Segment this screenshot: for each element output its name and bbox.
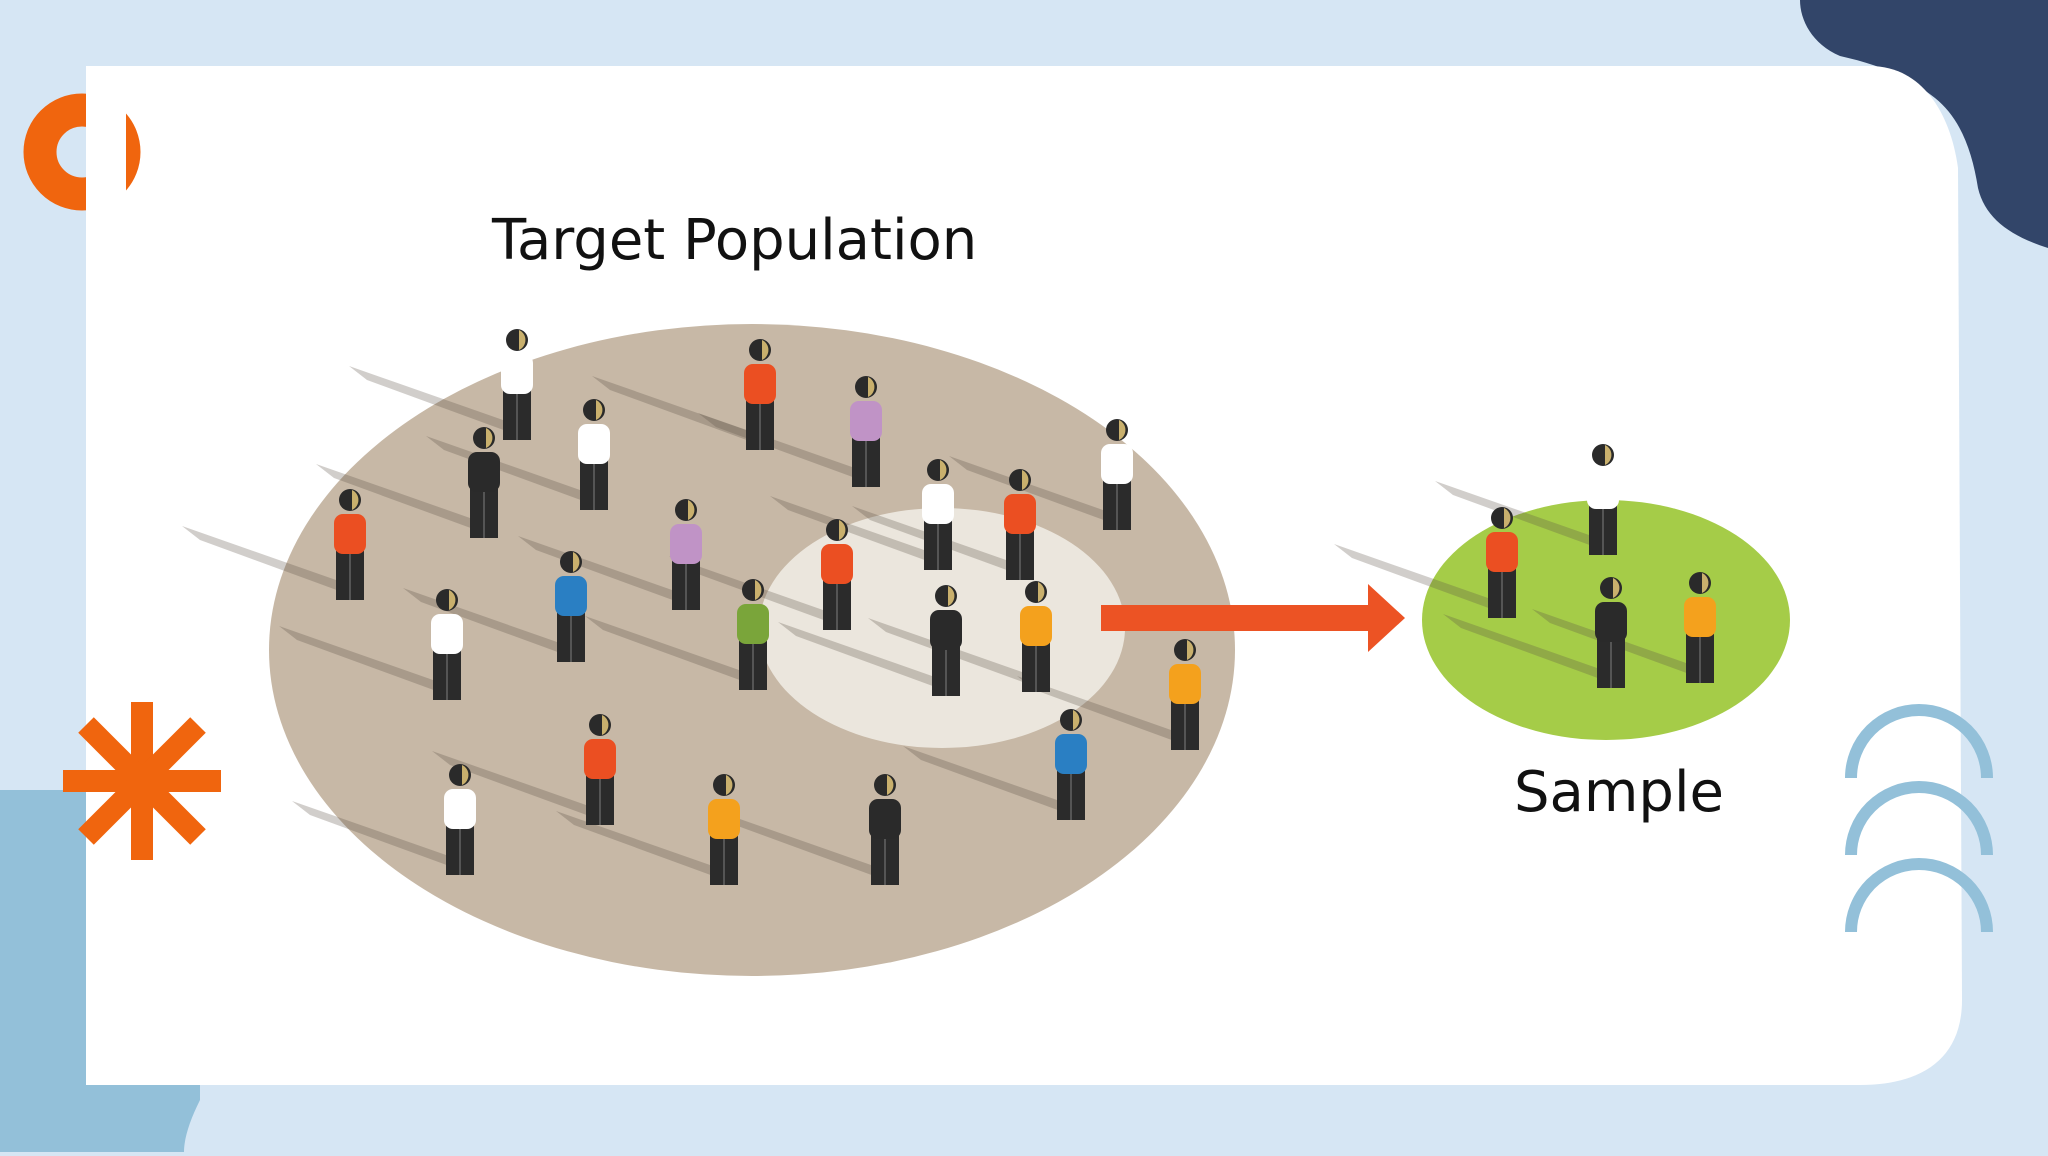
person-figure [431, 589, 463, 700]
person-shadow [316, 464, 498, 538]
person-shadow [1435, 481, 1617, 555]
sample-label: Sample [1514, 760, 1724, 825]
person-shadow [698, 413, 880, 487]
selection-arrow [1101, 584, 1405, 652]
person-figure [468, 427, 500, 538]
person-figure [584, 714, 616, 825]
person-figure [1004, 469, 1036, 580]
person-shadow [949, 456, 1131, 530]
person-figure [1595, 577, 1627, 688]
person-figure [850, 376, 882, 487]
people [334, 329, 1716, 885]
person-figure [501, 329, 533, 440]
person-figure [555, 551, 587, 662]
person-shadow [592, 376, 774, 450]
person-figure [1020, 581, 1052, 692]
person-shadow [349, 366, 531, 440]
person-shadow [717, 811, 899, 885]
person-shadow [585, 616, 767, 690]
person-shadow [432, 751, 614, 825]
person-figure [1055, 709, 1087, 820]
person-figure [578, 399, 610, 510]
person-figure [1486, 507, 1518, 618]
person-shadow [770, 496, 952, 570]
person-shadow [292, 801, 474, 875]
person-figure [930, 585, 962, 696]
person-shadow [279, 626, 461, 700]
person-figure [1587, 444, 1619, 555]
person-shadow [1443, 614, 1625, 688]
person-figure [737, 579, 769, 690]
person-shadow [903, 746, 1085, 820]
person-figure [1101, 419, 1133, 530]
arc-decorations [1845, 704, 1993, 933]
population-label: Target Population [492, 208, 978, 273]
person-figure [444, 764, 476, 875]
person-figure [1684, 572, 1716, 683]
person-shadow [1334, 544, 1516, 618]
person-figure [334, 489, 366, 600]
person-figure [744, 339, 776, 450]
person-shadow [182, 526, 364, 600]
navy-corner-blob [1800, 0, 2048, 248]
person-figure [922, 459, 954, 570]
person-figure [670, 499, 702, 610]
asterisk-decoration [63, 702, 221, 860]
person-shadow [778, 622, 960, 696]
light-blue-block [0, 790, 200, 1152]
person-figure [821, 519, 853, 630]
person-figure [869, 774, 901, 885]
person-figure [1169, 639, 1201, 750]
person-shadow [1017, 676, 1199, 750]
person-shadow [556, 811, 738, 885]
person-figure [708, 774, 740, 885]
